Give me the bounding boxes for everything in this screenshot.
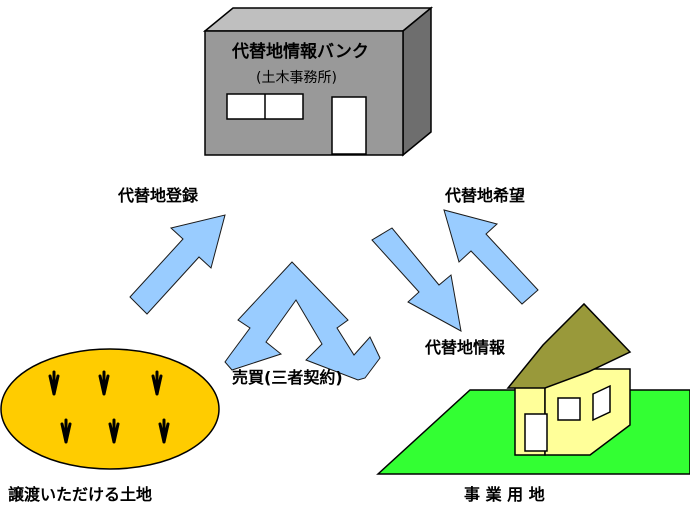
label-register: 代替地登録 — [118, 186, 199, 205]
building-front — [204, 30, 404, 156]
label-land-left: 譲渡いただける土地 — [8, 485, 153, 504]
building-door — [331, 96, 367, 155]
arrow-register — [129, 214, 226, 315]
arrow-sale — [224, 261, 381, 381]
house-window — [557, 397, 581, 421]
label-land-right: 事 業 用 地 — [464, 485, 545, 504]
building-side — [402, 6, 432, 157]
rice-plants — [48, 370, 170, 444]
house-door — [524, 413, 548, 452]
label-request: 代替地希望 — [445, 186, 526, 205]
arrow-request — [443, 209, 539, 305]
building-roof — [202, 7, 434, 32]
project-site — [376, 302, 690, 475]
house-icon — [506, 302, 632, 456]
bank-title: 代替地情報バンク — [232, 42, 369, 62]
rice-field-icon — [0, 348, 220, 470]
house-side-window — [592, 384, 611, 422]
bank-building-icon — [202, 6, 434, 157]
arrows — [129, 209, 539, 381]
bank-subtitle: (土木事務所) — [256, 70, 337, 86]
label-info: 代替地情報 — [425, 338, 506, 357]
house-roof — [506, 302, 632, 389]
field-ellipse — [0, 348, 220, 470]
arrow-info — [371, 227, 462, 332]
label-sale: 売買(三者契約) — [232, 368, 343, 387]
